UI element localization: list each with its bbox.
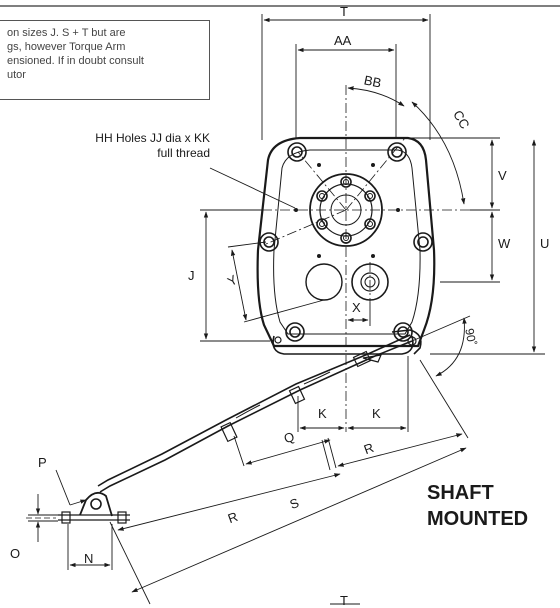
note-line: on sizes J. S + T but are [7, 27, 126, 39]
holes-callout: HH Holes JJ dia x KK full thread [82, 131, 210, 161]
dim-label-o: O [10, 546, 21, 561]
dim-label-w: W [498, 236, 511, 251]
dim-label-u: U [540, 236, 550, 251]
note-line: gs, however Torque Arm [7, 41, 126, 53]
note-line: utor [7, 69, 26, 81]
anchor-bracket [26, 491, 130, 524]
dim-label-k-left: K [318, 406, 327, 421]
dim-label-t-top: T [340, 4, 348, 19]
centre-lines [262, 85, 470, 432]
dim-label-j: J [188, 268, 195, 283]
dim-label-n: N [84, 551, 94, 566]
note-line: ensioned. If in doubt consult [7, 55, 144, 67]
holes-callout-line1: HH Holes JJ dia x KK [95, 131, 210, 145]
shaft-mounted-title: SHAFT MOUNTED [427, 480, 528, 532]
dim-label-angle: 90˚ [462, 327, 480, 347]
input-shaft [305, 263, 389, 301]
dimension-lines [28, 14, 545, 605]
dim-label-t-bottom: T [340, 593, 348, 608]
dim-label-v: V [498, 168, 507, 183]
dim-label-aa: AA [334, 33, 352, 48]
title-line2: MOUNTED [427, 508, 529, 530]
torque-arm [97, 334, 413, 493]
dim-label-p: P [38, 455, 47, 470]
holes-callout-line2: full thread [157, 146, 210, 160]
dim-label-x: X [352, 300, 361, 315]
dim-label-k-right: K [372, 406, 381, 421]
title-line1: SHAFT [427, 482, 494, 504]
note-box: on sizes J. S + T but are gs, however To… [0, 20, 210, 100]
housing-bolts [259, 142, 433, 346]
